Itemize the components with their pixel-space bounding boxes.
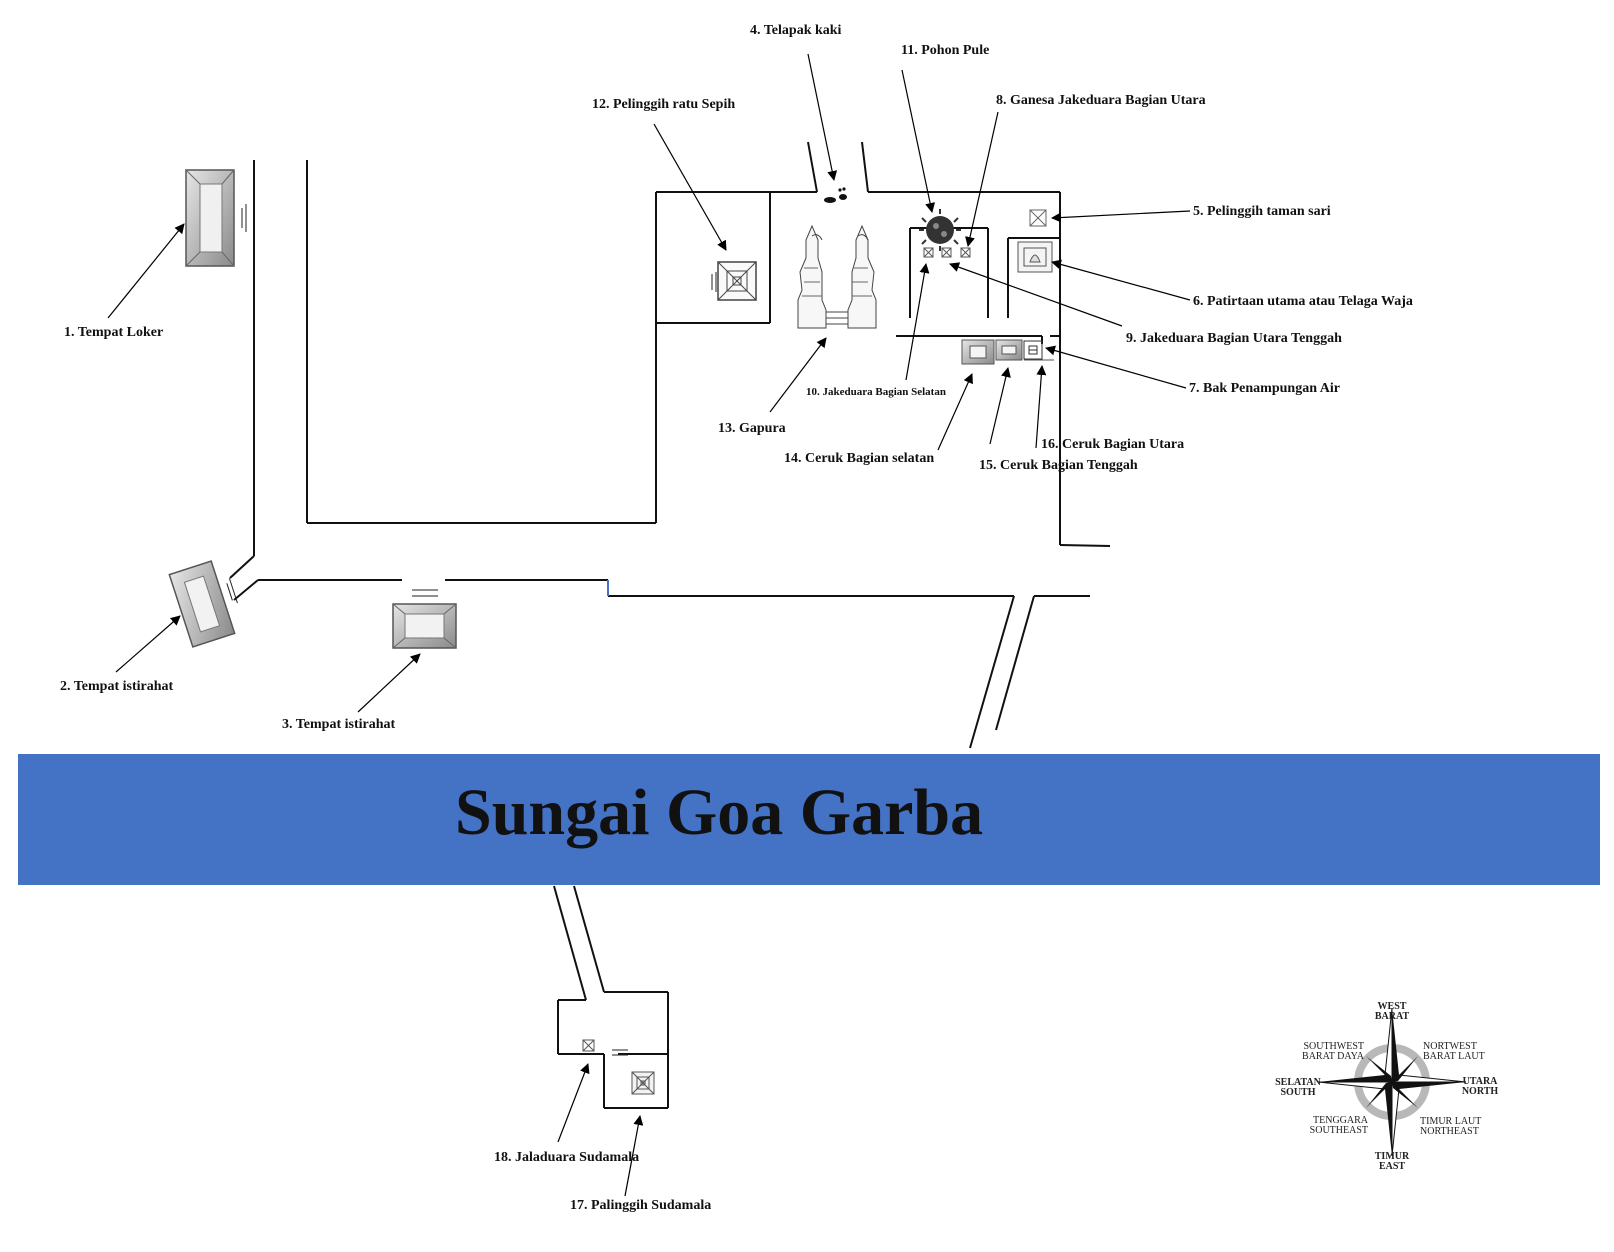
label-telapak-kaki: 4. Telapak kaki bbox=[750, 23, 842, 38]
ceruk-niches bbox=[961, 339, 1054, 365]
label-palinggih-sudamala: 17. Palinggih Sudamala bbox=[570, 1198, 712, 1213]
label-pelinggih-ratu-sepih: 12. Pelinggih ratu Sepih bbox=[592, 97, 736, 112]
bak-penampungan-air bbox=[1023, 340, 1043, 360]
label-jaladuara-sudamala: 18. Jaladuara Sudamala bbox=[494, 1150, 640, 1165]
patirtaan-utama bbox=[1017, 241, 1053, 273]
label-gapura: 13. Gapura bbox=[718, 421, 786, 436]
jakeduara-boxes bbox=[923, 247, 971, 258]
label-jakeduara-selatan: 10. Jakeduara Bagian Selatan bbox=[806, 386, 946, 398]
label-ceruk-utara: 16. Ceruk Bagian Utara bbox=[1041, 437, 1185, 452]
label-ceruk-selatan: 14. Ceruk Bagian selatan bbox=[784, 451, 935, 466]
gapura-gate bbox=[797, 224, 877, 329]
label-tempat-loker: 1. Tempat Loker bbox=[64, 325, 164, 340]
pule-tree-icon bbox=[919, 209, 961, 251]
label-jakeduara-utara-tenggah: 9. Jakeduara Bagian Utara Tenggah bbox=[1126, 331, 1342, 346]
river-band bbox=[18, 754, 1600, 885]
leader-arrows bbox=[107, 53, 1191, 1197]
label-pelinggih-taman-sari: 5. Pelinggih taman sari bbox=[1193, 204, 1331, 219]
locker-building bbox=[185, 169, 247, 267]
compass-rose bbox=[1317, 1007, 1467, 1157]
label-bak-penampungan-air: 7. Bak Penampungan Air bbox=[1189, 381, 1340, 396]
label-tempat-istirahat-1: 2. Tempat istirahat bbox=[60, 679, 174, 694]
sudamala-structures bbox=[582, 1039, 655, 1095]
label-ceruk-tenggah: 15. Ceruk Bagian Tenggah bbox=[979, 458, 1138, 473]
footprint-icon bbox=[824, 187, 847, 203]
label-tempat-istirahat-2: 3. Tempat istirahat bbox=[282, 717, 396, 732]
river-name: Sungai Goa Garba bbox=[455, 776, 984, 849]
label-patirtaan-utama: 6. Patirtaan utama atau Telaga Waja bbox=[1193, 294, 1413, 309]
rest-area-1 bbox=[168, 560, 238, 648]
wall-lines bbox=[229, 141, 1111, 1109]
rest-area-2 bbox=[392, 589, 457, 649]
label-ganesa-jakeduara: 8. Ganesa Jakeduara Bagian Utara bbox=[996, 93, 1206, 108]
label-pohon-pule: 11. Pohon Pule bbox=[901, 43, 990, 58]
pelinggih-ratu-sepih bbox=[711, 261, 757, 301]
pelinggih-taman-sari bbox=[1029, 209, 1047, 227]
